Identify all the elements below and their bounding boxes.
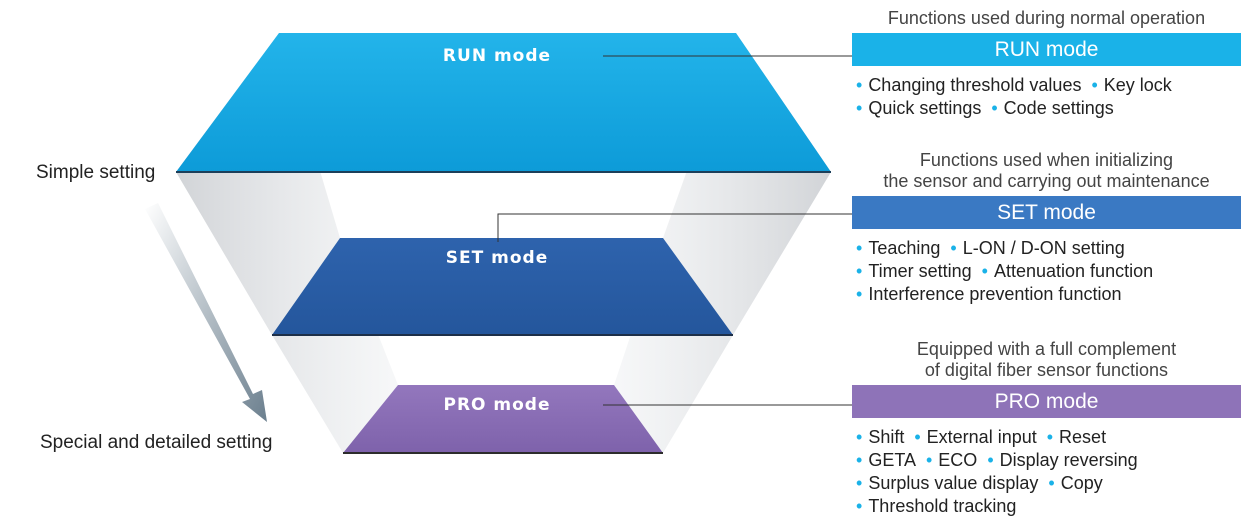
- feature-item: Timer setting: [856, 261, 972, 281]
- set-plane: [272, 238, 733, 335]
- pro-mode-title: PRO mode: [852, 385, 1241, 418]
- set-leader-line: [497, 213, 852, 242]
- feature-item: Threshold tracking: [856, 496, 1016, 516]
- feature-item: Display reversing: [987, 450, 1137, 470]
- pro-caption: Equipped with a full complement of digit…: [852, 339, 1241, 381]
- feature-item: Interference prevention function: [856, 284, 1121, 304]
- detailed-setting-label: Special and detailed setting: [40, 432, 273, 453]
- feature-row: GETA ECO Display reversing: [856, 449, 1241, 472]
- run-mode-title: RUN mode: [852, 33, 1241, 66]
- feature-item: ECO: [926, 450, 977, 470]
- set-mode-title: SET mode: [852, 196, 1241, 229]
- set-mode-panel: Functions used when initializing the sen…: [852, 150, 1241, 306]
- feature-item: Copy: [1048, 473, 1102, 493]
- feature-item: Key lock: [1091, 75, 1171, 95]
- feature-row: Teaching L-ON / D-ON setting: [856, 237, 1241, 260]
- set-caption-line1: Functions used when initializing: [919, 150, 1174, 170]
- set-feature-list: Teaching L-ON / D-ON setting Timer settin…: [856, 237, 1241, 306]
- pro-feature-list: Shift External input Reset GETA ECO Display …: [856, 426, 1241, 518]
- pro-caption-line1: Equipped with a full complement: [916, 339, 1177, 359]
- run-plane-label: RUN mode: [443, 46, 551, 66]
- feature-row: Quick settings Code settings: [856, 97, 1241, 120]
- feature-row: Changing threshold values Key lock: [856, 74, 1241, 97]
- feature-row: Threshold tracking: [856, 495, 1241, 518]
- feature-row: Timer setting Attenuation function: [856, 260, 1241, 283]
- set-plane-label: SET mode: [446, 248, 548, 268]
- feature-item: Teaching: [856, 238, 940, 258]
- pro-caption-line2: of digital fiber sensor functions: [924, 360, 1169, 380]
- pro-plane-label: PRO mode: [443, 395, 550, 415]
- pro-mode-panel: Equipped with a full complement of digit…: [852, 339, 1241, 518]
- feature-row: Shift External input Reset: [856, 426, 1241, 449]
- run-plane: [176, 33, 831, 172]
- feature-item: Surplus value display: [856, 473, 1038, 493]
- feature-item: L-ON / D-ON setting: [950, 238, 1124, 258]
- feature-item: GETA: [856, 450, 916, 470]
- run-feature-list: Changing threshold values Key lock Quick …: [856, 74, 1241, 120]
- feature-item: Changing threshold values: [856, 75, 1081, 95]
- feature-item: Attenuation function: [982, 261, 1153, 281]
- feature-item: Quick settings: [856, 98, 981, 118]
- feature-item: Code settings: [991, 98, 1113, 118]
- feature-item: Shift: [856, 427, 904, 447]
- run-mode-panel: Functions used during normal operation R…: [852, 8, 1241, 120]
- set-caption-line2: the sensor and carrying out maintenance: [883, 171, 1210, 191]
- feature-row: Interference prevention function: [856, 283, 1241, 306]
- feature-row: Surplus value display Copy: [856, 472, 1241, 495]
- feature-item: Reset: [1047, 427, 1106, 447]
- setting-direction-arrow: [145, 203, 267, 422]
- simple-setting-label: Simple setting: [36, 162, 156, 183]
- run-caption: Functions used during normal operation: [887, 8, 1206, 28]
- feature-item: External input: [914, 427, 1036, 447]
- pro-plane: [343, 385, 663, 453]
- set-caption: Functions used when initializing the sen…: [852, 150, 1241, 192]
